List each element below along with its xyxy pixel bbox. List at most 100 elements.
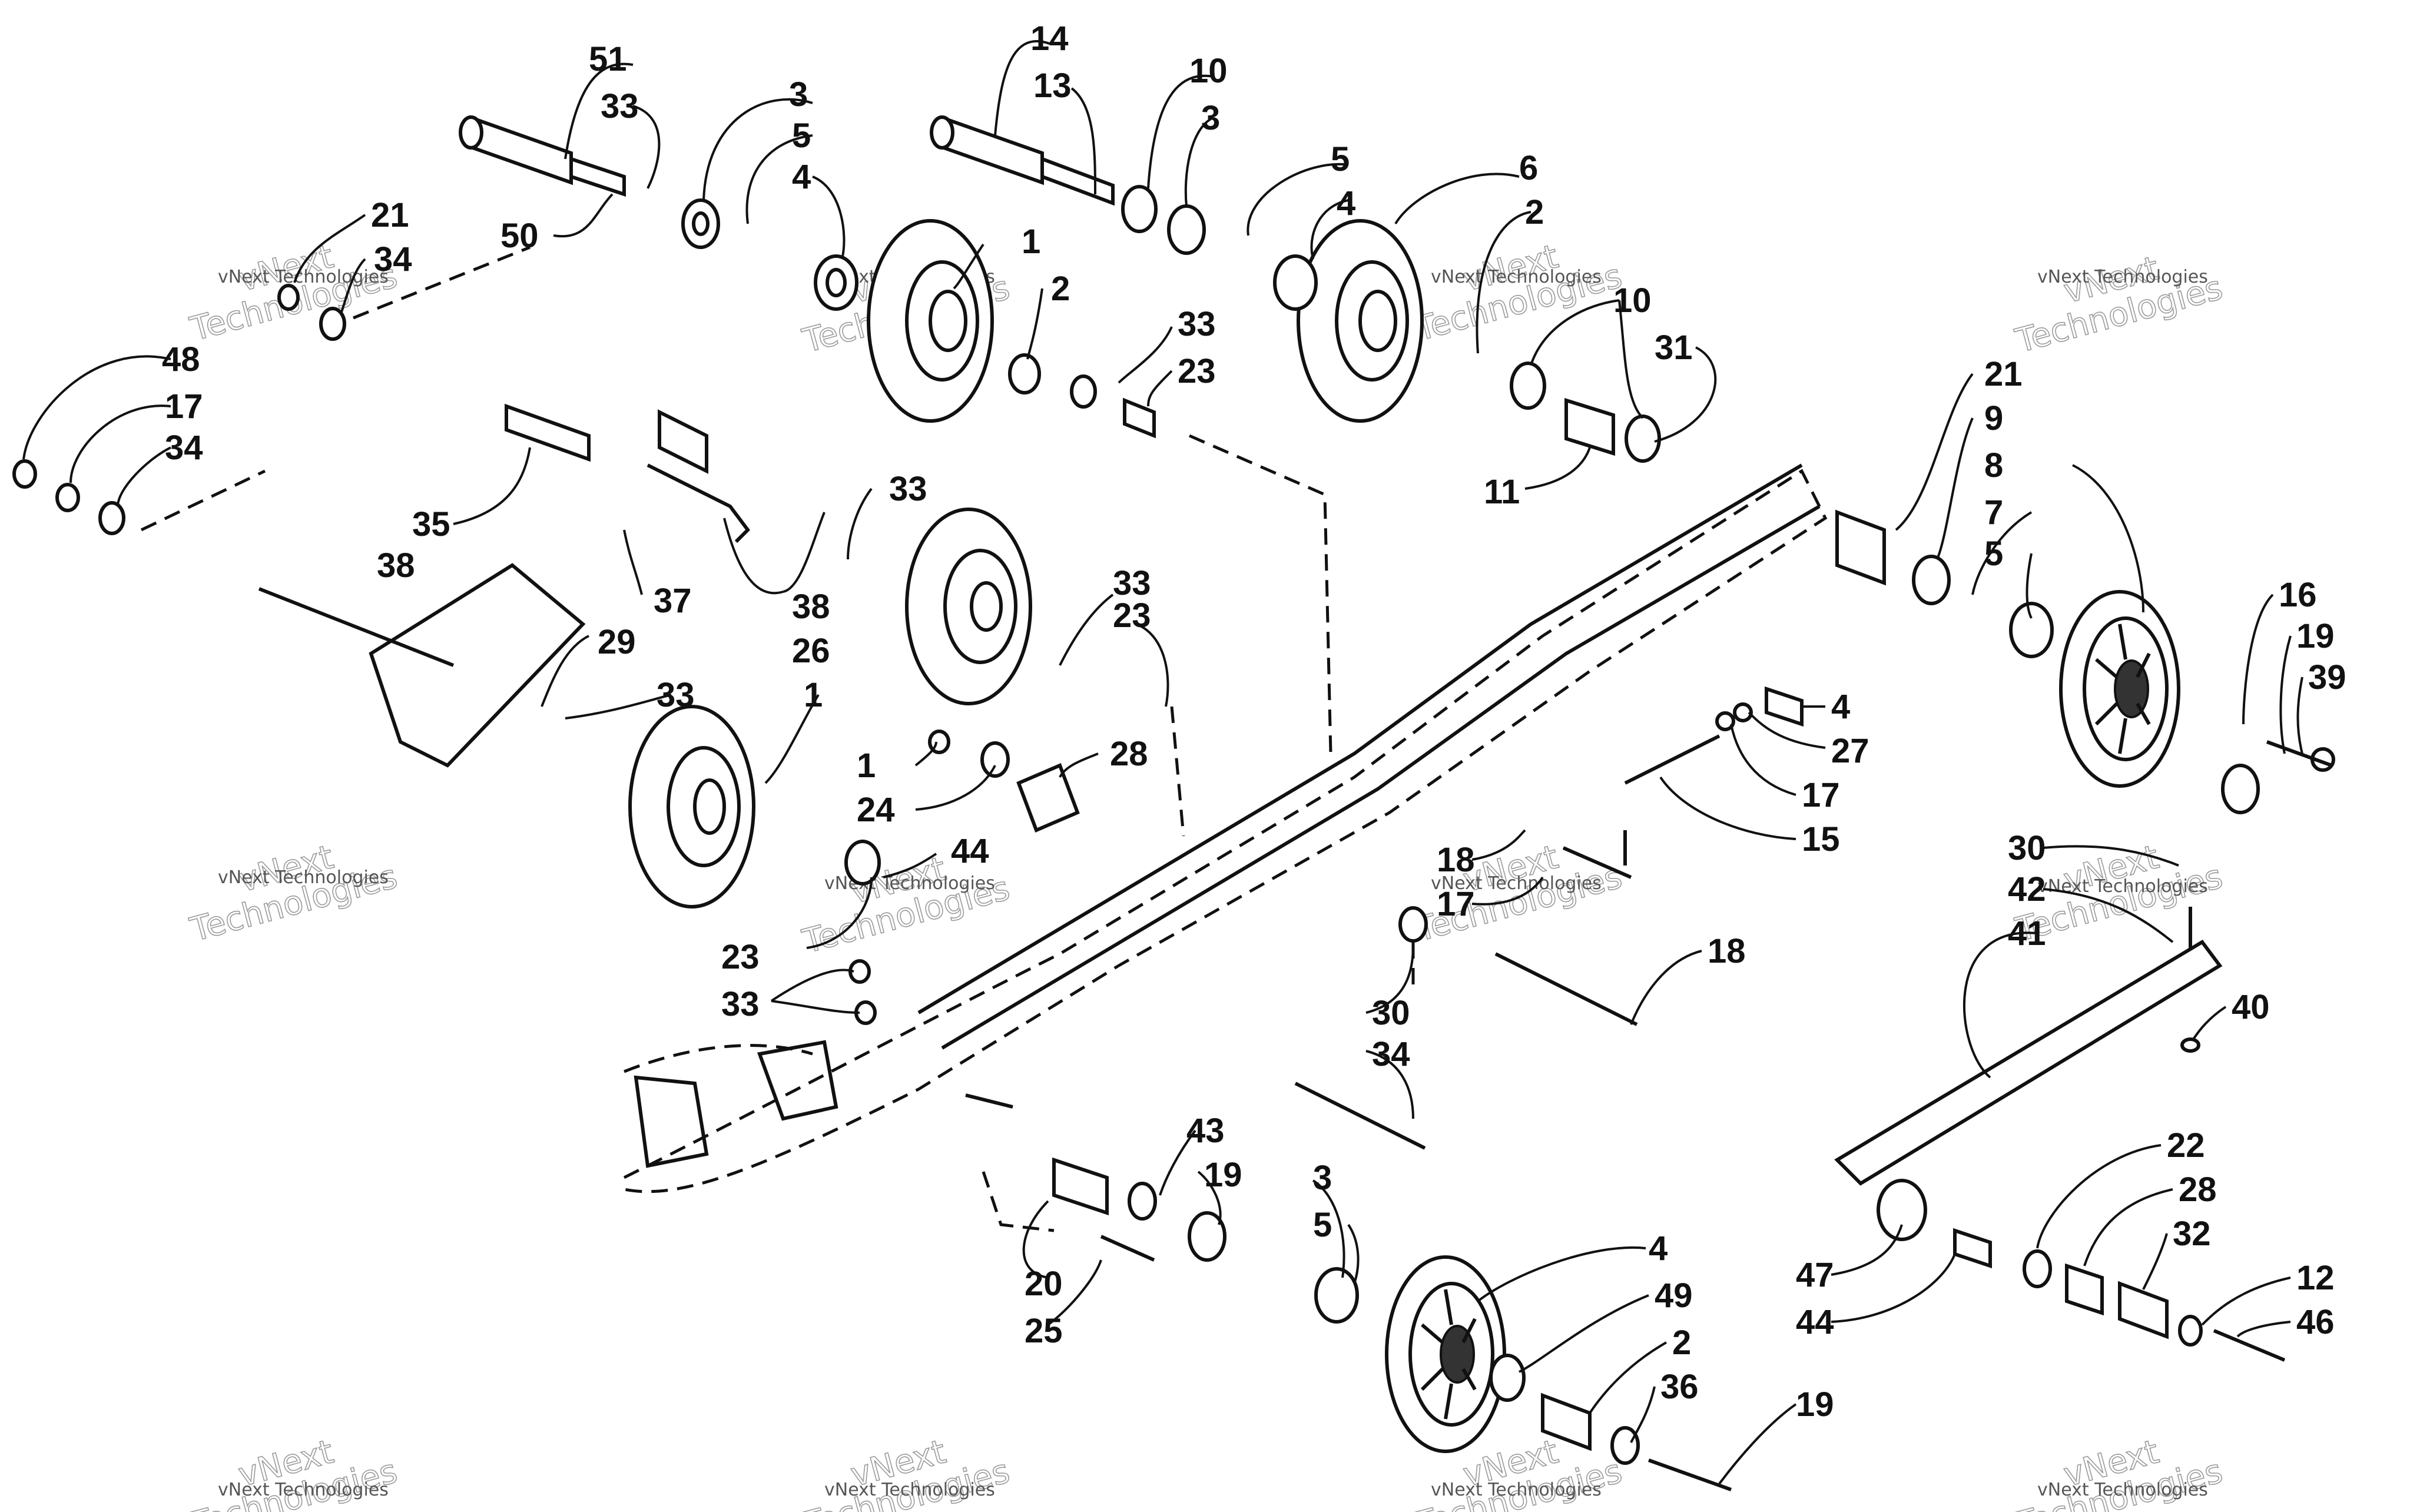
callout-label: 41 — [2008, 914, 2046, 953]
callout-label: 4 — [1649, 1229, 1668, 1268]
callout-label: 5 — [1313, 1206, 1332, 1244]
callout-label: 25 — [1025, 1312, 1063, 1350]
callout-label: 10 — [1189, 52, 1228, 90]
callout-label: 16 — [2279, 576, 2317, 614]
callout-label: 10 — [1613, 281, 1652, 320]
watermark-small: vNext Technologies — [824, 1480, 995, 1500]
watermark-small: vNext Technologies — [2037, 1480, 2208, 1500]
callout-label: 33 — [601, 87, 639, 125]
callout-label: 42 — [2008, 870, 2046, 908]
callout-label: 48 — [162, 340, 200, 379]
watermark: vNext Technologies — [2011, 248, 2227, 361]
callout-label: 1 — [804, 676, 823, 714]
callout-label: 19 — [2296, 617, 2335, 655]
callout-label: 23 — [1178, 352, 1216, 390]
shaft-14 — [930, 115, 1115, 206]
callout-label: 5 — [792, 117, 811, 155]
callout-label: 46 — [2296, 1303, 2335, 1341]
callout-label: 33 — [657, 676, 695, 714]
callout-label: 6 — [1519, 149, 1538, 187]
watermark-small: vNext Technologies — [1431, 1480, 1602, 1500]
callout-label: 17 — [1802, 776, 1840, 814]
callout-label: 33 — [721, 985, 760, 1023]
bearings-upper — [681, 185, 1661, 463]
leader-lines — [22, 39, 2303, 1485]
callout-label: 2 — [1051, 270, 1070, 308]
callout-label: 17 — [1437, 885, 1475, 923]
bolts — [1294, 830, 2286, 1362]
callout-label: 1 — [857, 747, 876, 785]
callout-label: 40 — [2232, 988, 2270, 1026]
callout-labels: 51 33 50 3 5 4 14 13 10 3 5 4 6 2 10 31 … — [162, 19, 2346, 1424]
callout-label: 3 — [1313, 1159, 1332, 1197]
callout-label: 26 — [792, 632, 830, 670]
callout-label: 23 — [721, 938, 760, 976]
callout-label: 19 — [1204, 1156, 1242, 1194]
callout-label: 15 — [1802, 820, 1840, 858]
callout-label: 3 — [789, 75, 808, 114]
callout-label: 12 — [2296, 1259, 2335, 1297]
callout-label: 31 — [1655, 329, 1693, 367]
callout-label: 35 — [412, 505, 450, 543]
slide-rail — [623, 463, 1828, 1193]
callout-label: 38 — [377, 546, 415, 585]
callout-label: 28 — [2179, 1171, 2217, 1209]
watermark-small: vNext Technologies — [2037, 876, 2208, 897]
callout-label: 33 — [1113, 564, 1151, 602]
callout-label: 38 — [792, 588, 830, 626]
callout-label: 33 — [889, 470, 927, 508]
callout-label: 28 — [1110, 735, 1148, 773]
callout-label: 4 — [1831, 688, 1850, 726]
watermark-small: vNext Technologies — [1431, 267, 1602, 287]
callout-label: 44 — [1796, 1303, 1834, 1341]
callout-label: 30 — [1372, 994, 1410, 1032]
spoked-wheel-49 — [1385, 1255, 1506, 1453]
callout-label: 44 — [951, 832, 989, 870]
idler-wheel-1 — [867, 219, 994, 423]
watermark-small: vNext Technologies — [218, 867, 389, 888]
callout-label: 50 — [500, 217, 539, 255]
shaft-51 — [459, 115, 626, 197]
idler-wheel-1c — [628, 705, 755, 908]
callout-label: 43 — [1186, 1112, 1225, 1150]
callout-label: 8 — [1984, 446, 2003, 485]
callout-label: 34 — [1372, 1035, 1410, 1073]
watermark-small: vNext Technologies — [218, 267, 389, 287]
callout-label: 21 — [1984, 355, 2023, 393]
idler-wheel-1b — [905, 508, 1032, 705]
callout-label: 47 — [1796, 1256, 1834, 1294]
watermark-small: vNext Technologies — [2037, 267, 2208, 287]
callout-label: 32 — [2173, 1215, 2211, 1253]
callout-label: 21 — [371, 196, 409, 234]
callout-label: 36 — [1660, 1368, 1699, 1406]
callout-label: 30 — [2008, 829, 2046, 867]
bracket-40 — [1834, 907, 2223, 1347]
callout-label: 5 — [1331, 140, 1350, 178]
callout-label: 4 — [1337, 184, 1355, 223]
callout-label: 17 — [165, 387, 203, 426]
watermark-small: vNext Technologies — [1431, 873, 1602, 894]
callout-label: 14 — [1030, 19, 1069, 58]
callout-label: 34 — [374, 240, 412, 278]
callout-label: 51 — [589, 40, 627, 78]
callout-label: 49 — [1655, 1276, 1693, 1315]
clip-44 — [928, 730, 1080, 833]
parts — [12, 115, 2335, 1491]
callout-label: 1 — [1022, 223, 1040, 261]
callout-label: 2 — [1672, 1324, 1691, 1362]
callout-label: 11 — [1484, 473, 1520, 511]
callout-label: 39 — [2308, 658, 2346, 697]
callout-label: 18 — [1708, 932, 1746, 970]
callout-label: 18 — [1437, 841, 1475, 879]
callout-label: 19 — [1796, 1385, 1834, 1424]
callout-label: 29 — [598, 623, 636, 661]
callout-label: 24 — [857, 791, 895, 829]
callout-label: 27 — [1831, 732, 1869, 770]
callout-label: 20 — [1025, 1265, 1063, 1303]
callout-label: 7 — [1984, 493, 2003, 532]
callout-label: 2 — [1525, 193, 1544, 231]
callout-label: 34 — [165, 429, 203, 467]
callout-label: 33 — [1178, 305, 1216, 343]
pivot-arm — [258, 403, 750, 768]
